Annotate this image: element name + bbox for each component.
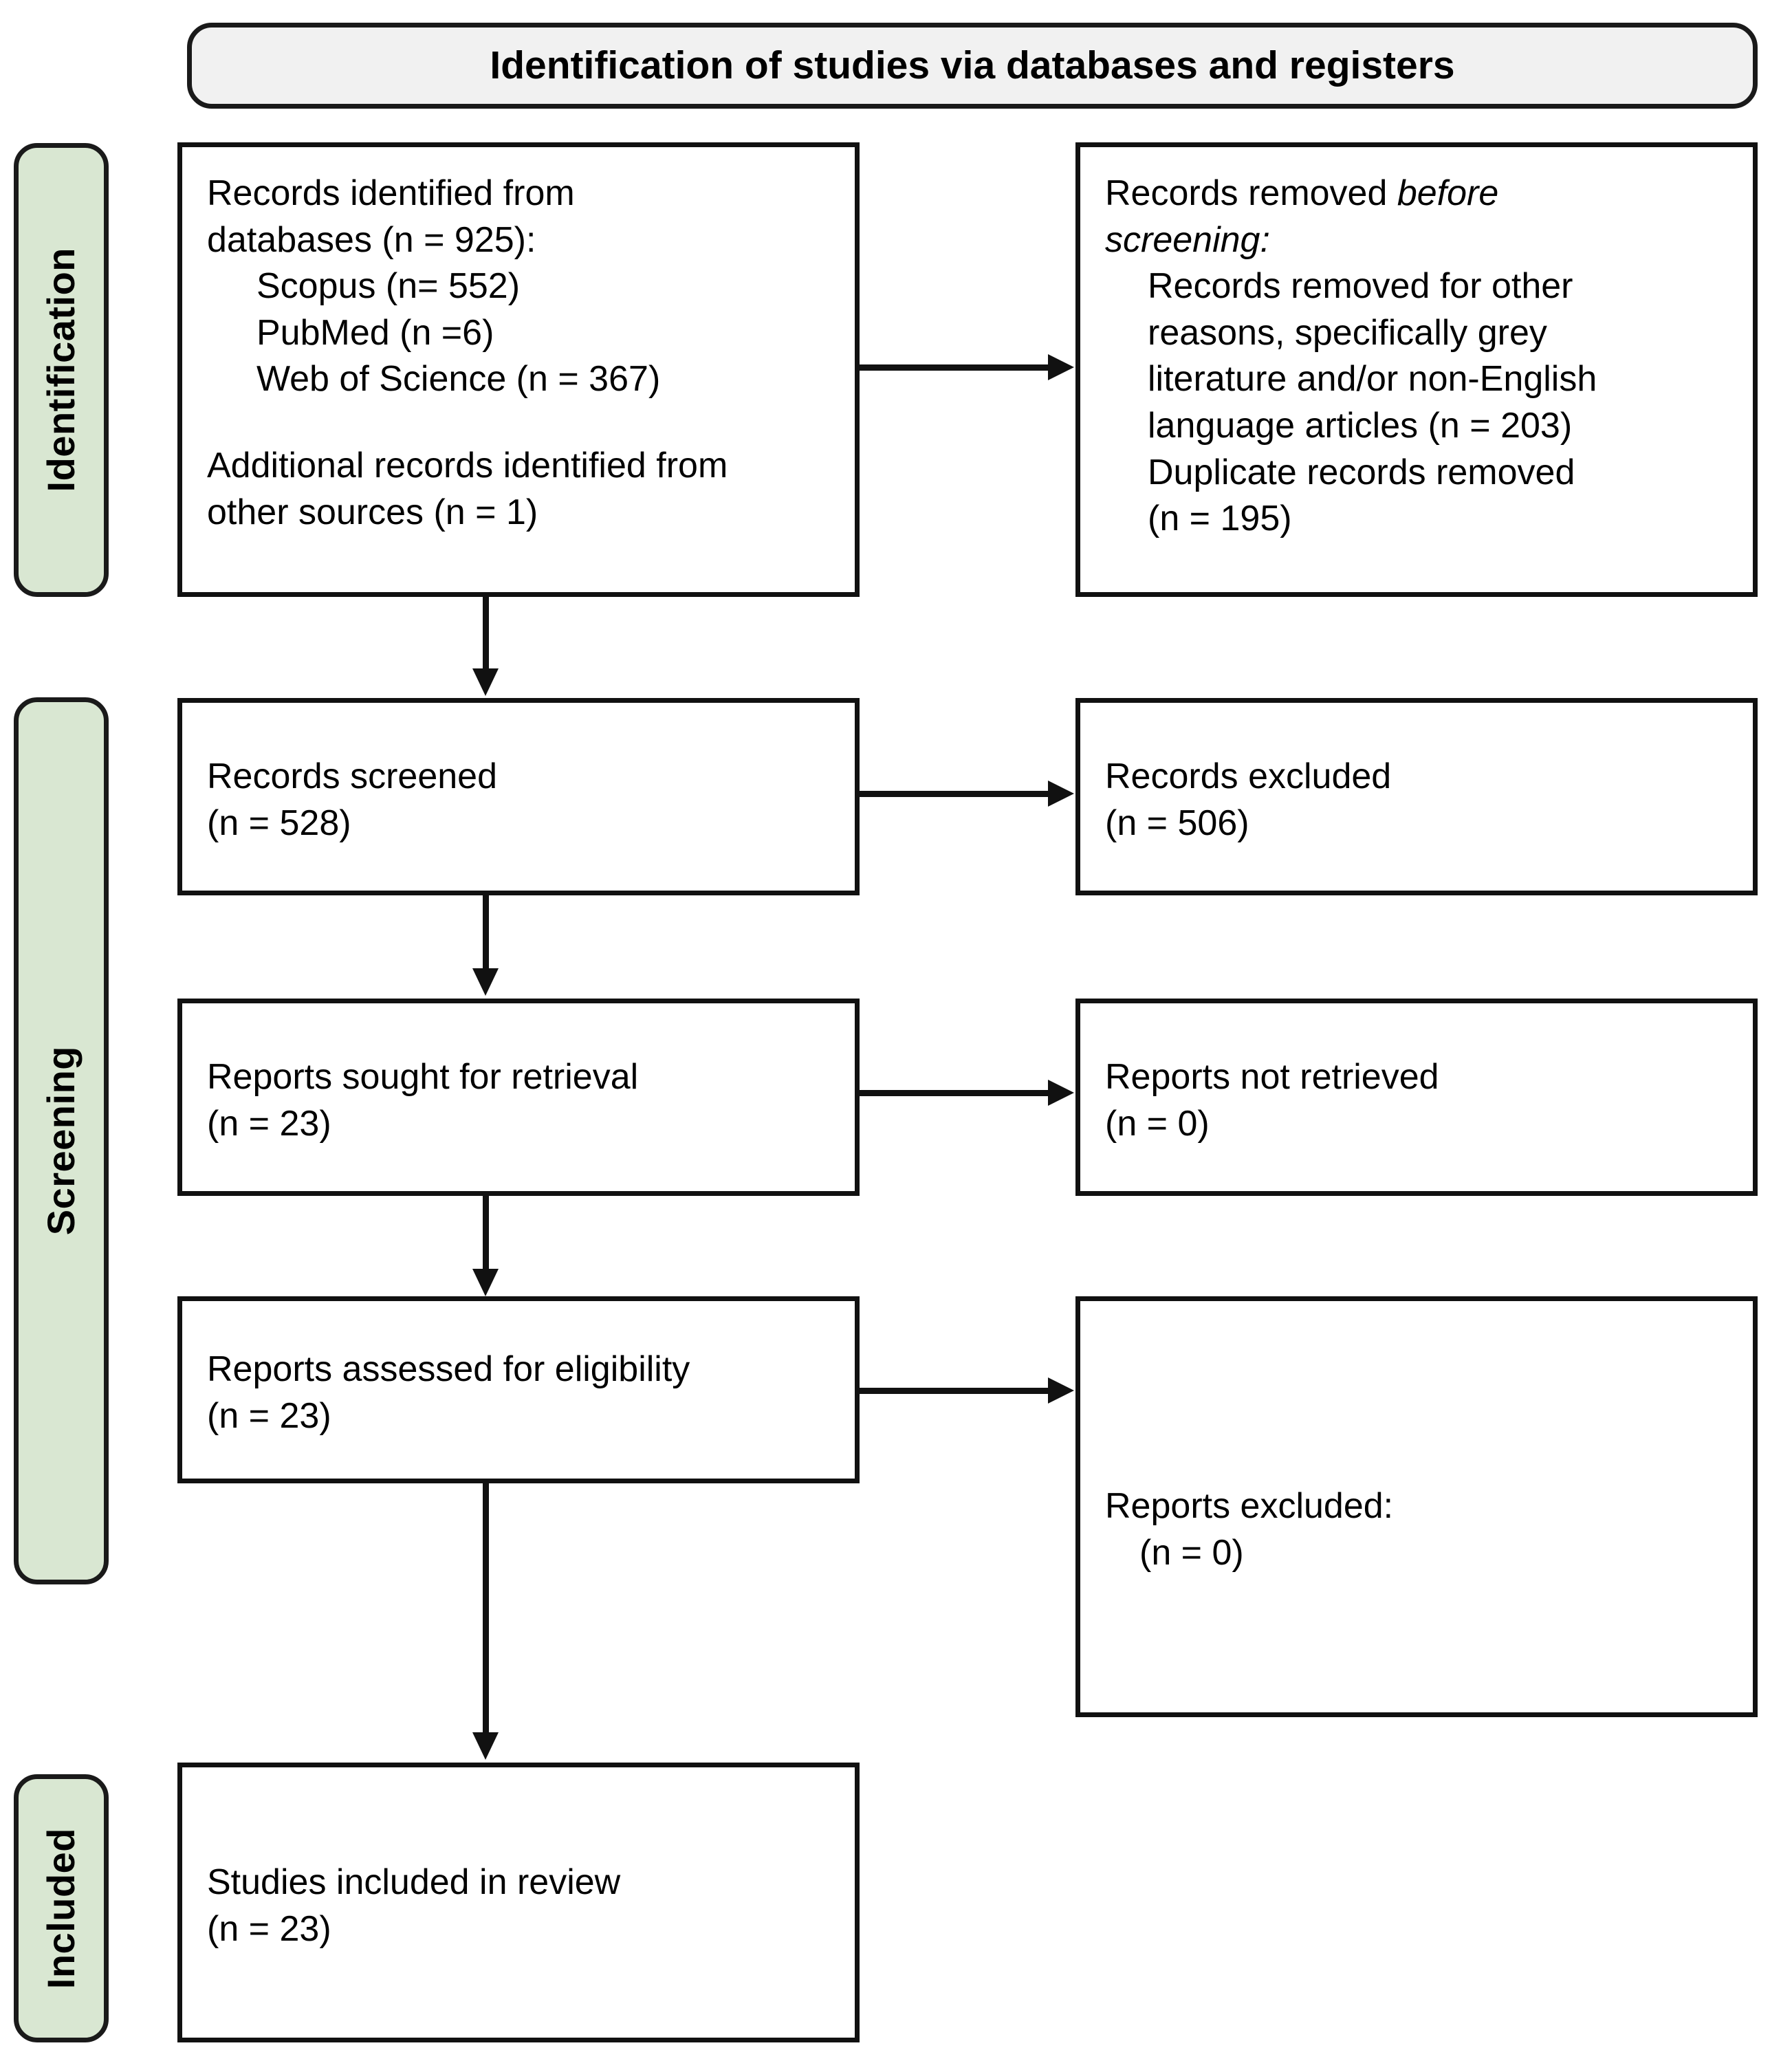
- studies-included-line-2: (n = 23): [207, 1908, 331, 1949]
- arrowhead-identified-to-screened: [472, 668, 499, 696]
- records-identified-pubmed: PubMed (n =6): [256, 312, 494, 353]
- studies-included-line-1: Studies included in review: [207, 1862, 621, 1902]
- records-removed-reason-line-4: language articles (n = 203): [1148, 405, 1573, 446]
- phase-label-screening: Screening: [14, 697, 109, 1584]
- arrowhead-sought-to-assessed: [472, 1269, 499, 1296]
- duplicate-records-removed-line-1: Duplicate records removed: [1148, 452, 1575, 492]
- records-screened-line-2: (n = 528): [207, 803, 351, 843]
- reports-not-retrieved-line-1: Reports not retrieved: [1105, 1056, 1439, 1097]
- records-removed-reason-line-2: reasons, specifically grey: [1148, 312, 1547, 353]
- records-screened-line-1: Records screened: [207, 756, 497, 796]
- reports-not-retrieved-line-2: (n = 0): [1105, 1103, 1210, 1144]
- arrowhead-identified-to-removed: [1048, 354, 1074, 380]
- box-reports-excluded-detail: Reports excluded: (n = 0): [1075, 1296, 1758, 1717]
- connector-screened-to-excluded: [860, 791, 1051, 797]
- additional-records-line-1: Additional records identified from: [207, 445, 728, 486]
- records-removed-line-1-prefix: Records removed: [1105, 173, 1397, 213]
- box-reports-assessed: Reports assessed for eligibility (n = 23…: [177, 1296, 860, 1483]
- records-removed-line-1-emphasis: before: [1397, 173, 1499, 213]
- box-reports-sought: Reports sought for retrieval (n = 23): [177, 999, 860, 1196]
- phase-label-screening-text: Screening: [39, 1046, 83, 1236]
- box-records-screened: Records screened (n = 528): [177, 698, 860, 895]
- connector-identified-to-removed: [860, 364, 1051, 371]
- connector-identified-to-screened: [483, 597, 489, 671]
- records-excluded-line-1: Records excluded: [1105, 756, 1392, 796]
- records-removed-reason-line-3: literature and/or non-English: [1148, 359, 1597, 400]
- reports-assessed-line-2: (n = 23): [207, 1396, 331, 1436]
- box-records-removed-before-screening: Records removed before screening: Record…: [1075, 142, 1758, 597]
- phase-label-included: Included: [14, 1774, 109, 2042]
- arrowhead-sought-to-not-retrieved: [1048, 1080, 1074, 1106]
- connector-sought-to-not-retrieved: [860, 1090, 1051, 1096]
- box-studies-included: Studies included in review (n = 23): [177, 1763, 860, 2042]
- records-excluded-line-2: (n = 506): [1105, 803, 1249, 843]
- arrowhead-screened-to-excluded: [1048, 781, 1074, 807]
- arrowhead-screened-to-sought: [472, 968, 499, 996]
- records-identified-line-2: databases (n = 925):: [207, 219, 536, 260]
- connector-assessed-to-included: [483, 1483, 489, 1735]
- records-identified-wos: Web of Science (n = 367): [256, 359, 661, 400]
- reports-excluded-detail-line-2: (n = 0): [1139, 1532, 1244, 1573]
- reports-assessed-line-1: Reports assessed for eligibility: [207, 1349, 690, 1390]
- box-records-identified: Records identified from databases (n = 9…: [177, 142, 860, 597]
- records-identified-line-1: Records identified from: [207, 173, 575, 213]
- phase-label-included-text: Included: [39, 1827, 83, 1989]
- reports-excluded-detail-line-1: Reports excluded:: [1105, 1486, 1394, 1526]
- records-removed-reason-line-1: Records removed for other: [1148, 266, 1573, 307]
- box-records-excluded: Records excluded (n = 506): [1075, 698, 1758, 895]
- records-removed-line-2: screening:: [1105, 219, 1270, 260]
- phase-label-identification: Identification: [14, 143, 109, 597]
- connector-sought-to-assessed: [483, 1196, 489, 1272]
- reports-sought-line-1: Reports sought for retrieval: [207, 1056, 639, 1097]
- diagram-header-banner: Identification of studies via databases …: [187, 23, 1758, 109]
- arrowhead-assessed-to-reports-excluded: [1048, 1377, 1074, 1404]
- box-reports-not-retrieved: Reports not retrieved (n = 0): [1075, 999, 1758, 1196]
- arrowhead-assessed-to-included: [472, 1732, 499, 1760]
- connector-assessed-to-reports-excluded: [860, 1388, 1051, 1394]
- records-identified-scopus: Scopus (n= 552): [256, 266, 521, 307]
- reports-excluded-text-group: Reports excluded: (n = 0): [1105, 1483, 1732, 1576]
- duplicate-records-removed-line-2: (n = 195): [1148, 499, 1292, 539]
- additional-records-line-2: other sources (n = 1): [207, 492, 538, 532]
- records-removed-line-1: Records removed before: [1105, 171, 1732, 217]
- phase-label-identification-text: Identification: [39, 248, 83, 492]
- connector-screened-to-sought: [483, 895, 489, 971]
- page-title: Identification of studies via databases …: [490, 43, 1455, 88]
- reports-sought-line-2: (n = 23): [207, 1103, 331, 1144]
